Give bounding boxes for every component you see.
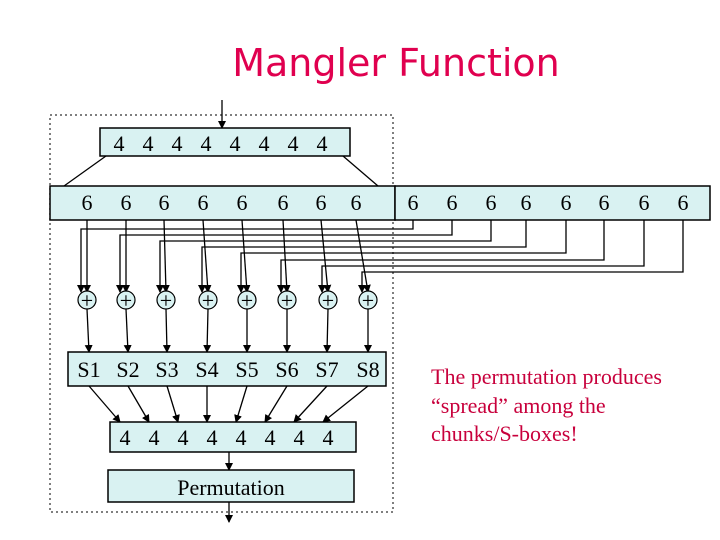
key-chunks-box — [394, 185, 711, 221]
sbox-row: S1 S2 S3 S4 S5 S6 S7 S8 — [77, 357, 379, 382]
sbox-row-box — [67, 351, 387, 387]
output-lines — [88, 385, 369, 423]
sbox-output-line — [166, 385, 180, 423]
output-chunk: 4 — [294, 425, 305, 450]
key-chunk: 6 — [599, 190, 610, 215]
expanded-chunk: 6 — [278, 190, 289, 215]
key-route-line — [358, 220, 684, 293]
xor-symbol: + — [322, 288, 334, 313]
key-chunk: 6 — [521, 190, 532, 215]
expanded-chunk: 6 — [159, 190, 170, 215]
xor-nodes: + + + + + + + + — [77, 288, 378, 353]
input-chunk: 4 — [201, 131, 212, 156]
key-chunk: 6 — [561, 190, 572, 215]
key-chunk: 6 — [447, 190, 458, 215]
sbox-output-line — [127, 385, 150, 423]
expanded-to-xor-line — [320, 219, 332, 293]
sbox-label: S6 — [275, 357, 298, 382]
sbox-output-line — [322, 385, 369, 423]
key-chunk: 6 — [486, 190, 497, 215]
expanded-to-xor-line — [355, 219, 371, 293]
xor-symbol: + — [160, 288, 172, 313]
input-chunk: 4 — [288, 131, 299, 156]
input-chunk: 4 — [172, 131, 183, 156]
input-chunk: 4 — [317, 131, 328, 156]
sbox-label: S8 — [356, 357, 379, 382]
key-route-line — [156, 220, 492, 293]
key-chunk: 6 — [678, 190, 689, 215]
expanded-chunk: 6 — [82, 190, 93, 215]
permutation-label: Permutation — [177, 475, 285, 500]
output-chunk: 4 — [149, 425, 160, 450]
input-chunk: 4 — [259, 131, 270, 156]
output-chunks-box — [109, 421, 357, 453]
expanded-to-xor-line — [161, 219, 170, 293]
xor-to-sbox-line — [162, 308, 171, 353]
input-chunk: 4 — [114, 131, 125, 156]
note-line-1: The permutation produces — [431, 364, 662, 389]
output-chunk: 4 — [178, 425, 189, 450]
expanded-chunk: 6 — [316, 190, 327, 215]
output-chunk: 4 — [207, 425, 218, 450]
sbox-output-line — [264, 385, 288, 423]
sbox-label: S1 — [77, 357, 100, 382]
expansion-lines — [63, 155, 379, 187]
input-chunks-box — [99, 127, 351, 157]
output-chunk: 4 — [323, 425, 334, 450]
key-chunk: 6 — [408, 190, 419, 215]
key-chunk: 6 — [639, 190, 650, 215]
sbox-output-line — [234, 385, 248, 423]
output-chunk: 4 — [236, 425, 247, 450]
expanded-chunk: 6 — [237, 190, 248, 215]
output-chunk: 4 — [265, 425, 276, 450]
expanded-chunk: 6 — [121, 190, 132, 215]
sbox-label: S3 — [155, 357, 178, 382]
expanded-to-xor-line — [282, 219, 291, 293]
note-line-3: chunks/S-boxes! — [431, 421, 578, 446]
key-routing-lines — [77, 219, 684, 293]
key-route-line — [237, 220, 567, 293]
expansion-line — [342, 155, 379, 187]
key-route-line — [116, 220, 453, 293]
xor-symbol: + — [81, 288, 93, 313]
expanded-to-xor-line — [241, 219, 251, 293]
sbox-label: S7 — [315, 357, 338, 382]
xor-to-sbox-line — [84, 308, 93, 353]
sbox-label: S2 — [116, 357, 139, 382]
input-chunk: 4 — [230, 131, 241, 156]
xor-symbol: + — [241, 288, 253, 313]
xor-symbol: + — [120, 288, 132, 313]
sbox-label: S4 — [195, 357, 218, 382]
key-route-line — [318, 220, 645, 293]
page-title: Mangler Function — [232, 41, 560, 85]
note-line-2: “spread” among the — [431, 393, 606, 418]
sbox-output-line — [293, 385, 328, 423]
xor-to-sbox-line — [203, 308, 212, 353]
input-chunk: 4 — [143, 131, 154, 156]
key-route-line — [77, 220, 414, 293]
expanded-chunk: 6 — [351, 190, 362, 215]
expanded-to-xor-line — [202, 219, 212, 293]
expansion-line — [63, 155, 107, 187]
xor-symbol: + — [281, 288, 293, 313]
sbox-label: S5 — [235, 357, 258, 382]
sbox-output-line — [88, 385, 121, 423]
permutation-box — [107, 469, 355, 503]
output-chunk: 4 — [120, 425, 131, 450]
xor-symbol: + — [362, 288, 374, 313]
expanded-chunks-box — [49, 185, 396, 221]
xor-to-sbox-line — [123, 308, 132, 353]
key-route-line — [198, 220, 527, 293]
key-route-line — [277, 220, 605, 293]
xor-to-sbox-line — [323, 308, 332, 353]
xor-symbol: + — [202, 288, 214, 313]
expanded-chunk: 6 — [198, 190, 209, 215]
